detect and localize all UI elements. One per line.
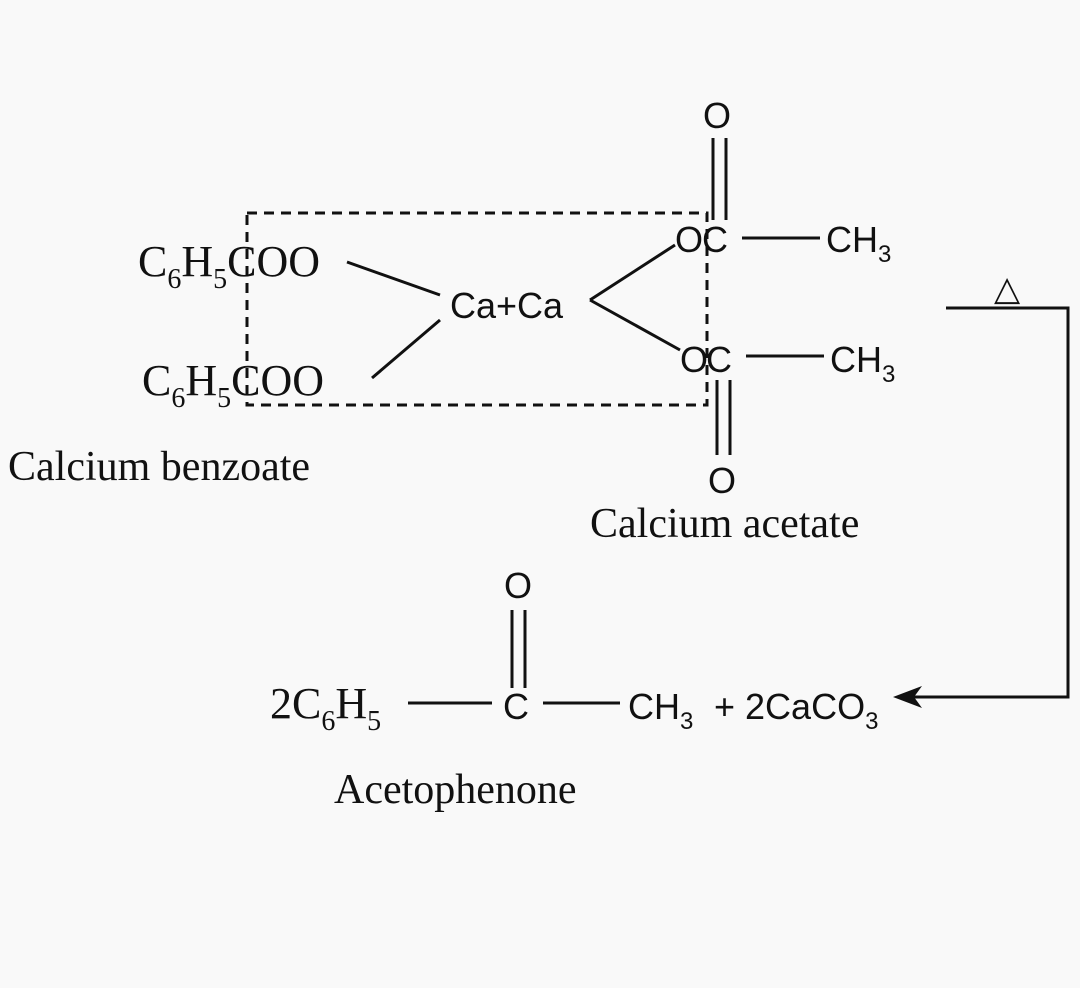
acetate-top-carbonyl-o: O (703, 95, 731, 136)
calcium-center: Ca+Ca (450, 285, 564, 326)
product-methyl: CH3 (628, 686, 693, 735)
bond-benzoate-top-ca (346, 260, 441, 297)
acetate-bottom-methyl: CH3 (830, 339, 895, 388)
benzoate-top-group: C6H5COO (138, 237, 320, 295)
heat-symbol: △ (994, 270, 1021, 308)
bond-ca-acetate-top (589, 243, 676, 302)
dashed-box (245, 211, 709, 407)
acetate-bottom-oxygen: O (680, 339, 708, 380)
calcium-benzoate-label: Calcium benzoate (8, 444, 310, 490)
product-phenyl-group: 2C6H5 (270, 679, 381, 737)
acetate-bottom-carbon: C (706, 339, 732, 380)
acetate-top-oxygen: O (675, 219, 703, 260)
product-carbonyl-o: O (504, 565, 532, 606)
benzoate-bottom-group: C6H5COO (142, 356, 324, 414)
reaction-arrow-line (905, 306, 1070, 699)
calcium-acetate-label: Calcium acetate (590, 501, 859, 547)
acetate-top-carbon: C (702, 219, 728, 260)
bond-benzoate-bottom-ca (371, 318, 441, 380)
product-carbon: C (503, 686, 529, 727)
acetate-top-methyl: CH3 (826, 219, 891, 268)
bond-ca-acetate-bottom (589, 298, 681, 352)
product-calcium-carbonate: + 2CaCO3 (714, 686, 878, 735)
acetophenone-label: Acetophenone (334, 767, 577, 813)
acetate-bottom-carbonyl-o: O (708, 460, 736, 501)
reaction-arrowhead (893, 686, 922, 708)
